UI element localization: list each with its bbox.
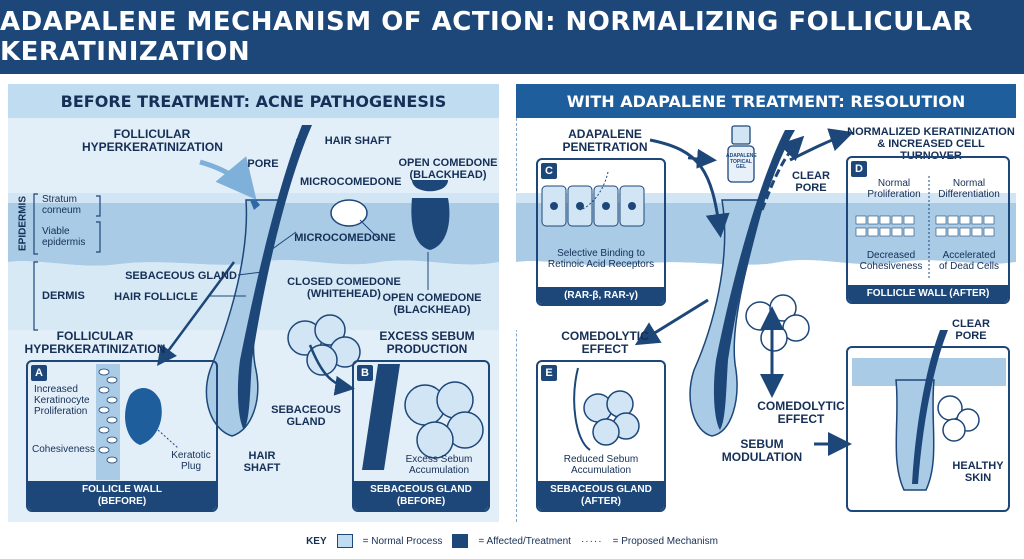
legend-dotted-icon: ·····	[580, 535, 603, 547]
microcomedone-top-label: MICROCOMEDONE	[300, 176, 402, 188]
box-e-artwork	[573, 367, 640, 451]
hair-shaft-bottom-label: HAIR SHAFT	[243, 450, 281, 475]
viable-epidermis-label: Viable epidermis	[42, 226, 86, 248]
microcomedone-mid-label: MICROCOMEDONE	[294, 232, 396, 244]
legend-affected-swatch	[452, 534, 469, 548]
box-a-artwork	[96, 364, 179, 480]
adapalene-bottle-label: ADAPALENE TOPICAL GEL	[726, 153, 757, 170]
box-d-tag: D	[851, 161, 867, 177]
dermis-label: DERMIS	[42, 290, 85, 302]
box-a-follicle-wall-before: A Increased Keratinocyte Proliferation C…	[26, 360, 218, 512]
healthy-skin-artwork	[852, 330, 1006, 491]
box-b-sebaceous-gland-before: B Excess Sebum Accumulation SEBACEOUS GL…	[352, 360, 490, 512]
box-d-artwork	[852, 176, 1004, 278]
legend: KEY = Normal Process = Affected/Treatmen…	[0, 530, 1024, 552]
legend-normal-swatch	[336, 534, 353, 548]
box-a-cohesiveness-text: Cohesiveness	[32, 444, 95, 455]
box-d-decreased-cohesiveness-text: Decreased Cohesiveness	[859, 250, 923, 272]
box-c-binding-text: Selective Binding to Retinoic Acid Recep…	[547, 248, 655, 270]
clear-pore-top-label: CLEAR PORE	[792, 170, 830, 195]
box-a-keratotic-plug-text: Keratotic Plug	[171, 450, 211, 472]
box-e-footer: SEBACEOUS GLAND (AFTER)	[538, 481, 664, 510]
stratum-corneum-label: Stratum corneum	[42, 194, 81, 216]
box-d-follicle-wall-after: D Normal Proliferation Normal Differenti…	[846, 156, 1010, 304]
sebum-modulation-label: SEBUM MODULATION	[721, 437, 803, 465]
legend-affected-text: = Affected/Treatment	[478, 535, 571, 547]
before-skin-cross-section	[8, 125, 499, 437]
box-d-normal-differentiation-text: Normal Differentiation	[938, 178, 1000, 200]
box-e-reduced-sebum-text: Reduced Sebum Accumulation	[563, 454, 639, 476]
sebaceous-gland-left-label: SEBACEOUS GLAND	[125, 270, 237, 282]
box-b-excess-sebum-text: Excess Sebum Accumulation	[405, 454, 473, 476]
box-e-tag: E	[541, 365, 557, 381]
healthy-skin-label: HEALTHY SKIN	[952, 460, 1004, 485]
box-d-accelerated-text: Accelerated of Dead Cells	[938, 250, 1000, 272]
box-b-tag: B	[357, 365, 373, 381]
before-panel-heading: BEFORE TREATMENT: ACNE PATHOGENESIS	[8, 84, 499, 118]
open-comedone-top-label: OPEN COMEDONE (BLACKHEAD)	[398, 157, 498, 182]
normalized-keratinization-label: NORMALIZED KERATINIZATION & INCREASED CE…	[847, 126, 1015, 163]
closed-comedone-label: CLOSED COMEDONE (WHITEHEAD)	[287, 276, 401, 301]
legend-normal-text: = Normal Process	[362, 535, 443, 547]
follicular-hyperkeratinization-label: FOLLICULAR HYPERKERATINIZATION	[82, 127, 223, 155]
box-a-tag: A	[31, 365, 47, 381]
box-d-footer: FOLLICLE WALL (AFTER)	[848, 284, 1008, 302]
epidermis-label: EPIDERMIS	[17, 196, 29, 252]
pore-label: PORE	[247, 158, 279, 170]
box-c-footer: (RAR-β, RAR-γ)	[538, 286, 664, 304]
clear-pore-bottom-label: CLEAR PORE	[952, 318, 990, 343]
box-b-footer: SEBACEOUS GLAND (BEFORE)	[354, 481, 488, 510]
excess-sebum-label: EXCESS SEBUM PRODUCTION	[379, 329, 475, 357]
box-c-artwork	[541, 171, 645, 227]
healthy-skin-box	[846, 346, 1010, 512]
box-d-normal-proliferation-text: Normal Proliferation	[867, 178, 921, 200]
page-title: ADAPALENE MECHANISM OF ACTION: NORMALIZI…	[0, 0, 1024, 74]
after-panel-heading: WITH ADAPALENE TREATMENT: RESOLUTION	[516, 84, 1016, 118]
legend-title: KEY	[306, 535, 327, 547]
comedolytic-effect-mid-label: COMEDOLYTIC EFFECT	[757, 399, 845, 427]
sebaceous-gland-mid-label: SEBACEOUS GLAND	[271, 404, 341, 429]
legend-proposed-text: = Proposed Mechanism	[612, 535, 718, 547]
adapalene-penetration-label: ADAPALENE PENETRATION	[562, 127, 648, 155]
follicular-hyperkeratinization-bottom-label: FOLLICULAR HYPERKERATINIZATION	[24, 329, 166, 357]
box-a-footer: FOLLICLE WALL (BEFORE)	[28, 481, 216, 510]
hair-shaft-top-label: HAIR SHAFT	[324, 135, 392, 147]
box-a-proliferation-text: Increased Keratinocyte Proliferation	[34, 384, 90, 417]
hair-follicle-label: HAIR FOLLICLE	[114, 291, 198, 303]
comedolytic-effect-left-label: COMEDOLYTIC EFFECT	[561, 329, 649, 357]
box-c-receptor-binding: C Selective Binding to Retinoic Acid Rec…	[536, 158, 666, 306]
box-e-sebaceous-gland-after: E Reduced Sebum Accumulation SEBACEOUS G…	[536, 360, 666, 512]
box-b-artwork	[362, 364, 484, 470]
open-comedone-bottom-label: OPEN COMEDONE (BLACKHEAD)	[382, 292, 482, 317]
box-c-tag: C	[541, 163, 557, 179]
